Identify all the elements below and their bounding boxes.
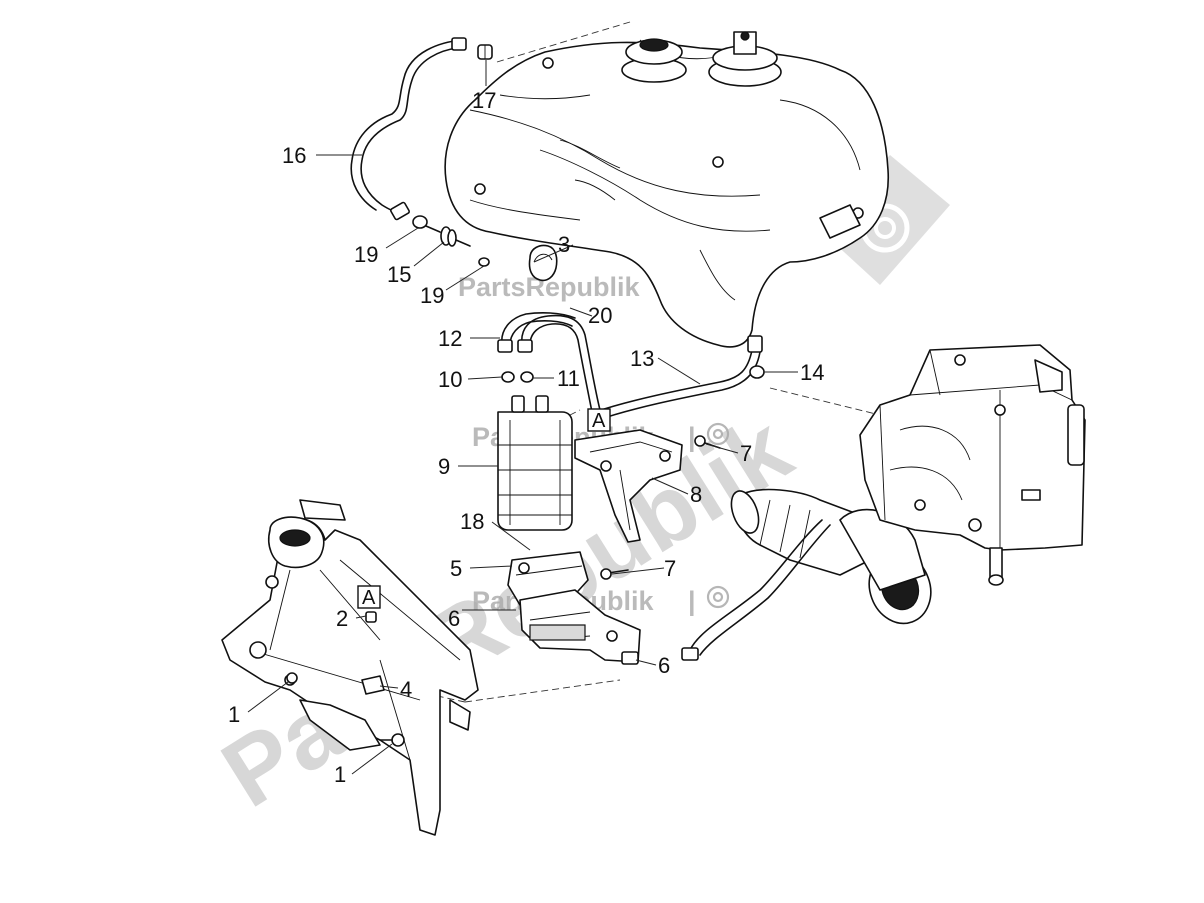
clamp-17 (477, 44, 493, 60)
reference-mark-a-upper: A (587, 408, 611, 432)
reference-letter: A (362, 587, 376, 609)
callout-5: 5 (450, 556, 462, 581)
callout-13: 13 (630, 346, 654, 371)
callout-11: 11 (557, 366, 580, 391)
clamp-10 (501, 371, 515, 383)
washer-19-upper (412, 215, 428, 229)
intake-duct (730, 488, 932, 625)
callout-1-lower: 1 (334, 762, 346, 787)
fuel-tank (444, 31, 890, 348)
washer-19-lower (478, 257, 490, 267)
bracket-6 (519, 589, 641, 663)
frame (221, 499, 479, 836)
fuel-pump-flange (708, 31, 782, 87)
callout-6-right: 6 (658, 653, 670, 678)
fastener-2 (365, 611, 377, 623)
bracket-8 (574, 429, 683, 543)
callout-8: 8 (690, 482, 702, 507)
reference-letter: A (592, 410, 606, 432)
bolt-1-upper (286, 672, 298, 684)
screw-7-lower (600, 568, 629, 580)
callout-16: 16 (282, 143, 306, 168)
callout-3: 3 (558, 232, 570, 257)
clamp-3 (528, 244, 558, 282)
clip-4 (361, 675, 385, 695)
canister-9 (497, 395, 573, 531)
reference-mark-a-lower: A (357, 585, 381, 609)
hose-20 (517, 314, 601, 413)
callout-10: 10 (438, 367, 462, 392)
watermark-separator: | (688, 422, 696, 452)
callout-14: 14 (800, 360, 824, 385)
filler-neck (621, 38, 687, 83)
air-box (859, 344, 1086, 586)
bolt-6-right (621, 651, 639, 665)
drain-hose (681, 519, 831, 661)
callout-9: 9 (438, 454, 450, 479)
bolt-1-lower (379, 733, 405, 747)
callout-2: 2 (336, 606, 348, 631)
watermark-separator: | (688, 586, 696, 616)
callout-7-upper: 7 (740, 441, 752, 466)
leader-lines (247, 60, 798, 775)
callout-19-lower: 19 (420, 283, 444, 308)
callout-19-upper: 19 (354, 242, 378, 267)
callout-1-upper: 1 (228, 702, 240, 727)
callout-4: 4 (400, 677, 412, 702)
clamp-14 (749, 365, 765, 379)
callout-20: 20 (588, 303, 612, 328)
valve-15 (425, 225, 471, 247)
callout-18: 18 (460, 509, 484, 534)
callout-7-lower: 7 (664, 556, 676, 581)
callout-17: 17 (472, 88, 496, 113)
watermark-gear-icon (706, 585, 730, 609)
breather-hose-16 (350, 37, 467, 221)
clamp-11 (520, 371, 534, 383)
callout-15: 15 (387, 262, 411, 287)
watermark-gear-icon (706, 422, 730, 446)
callout-numbers: 16 17 19 15 19 3 20 12 13 14 10 11 9 7 8… (228, 88, 824, 787)
watermark-layer: PartsRepublik PartsRepublik | PartsRepub… (204, 155, 950, 828)
callout-12: 12 (438, 326, 462, 351)
callout-6-left: 6 (448, 606, 460, 631)
